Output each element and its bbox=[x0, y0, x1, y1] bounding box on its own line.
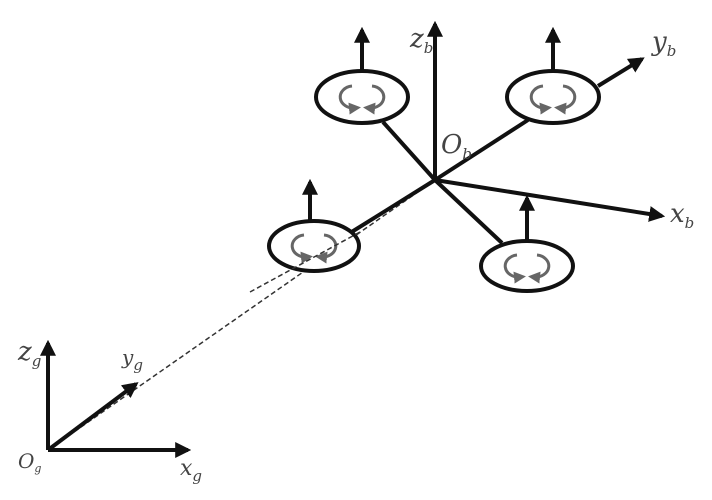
spin-arrow-icon bbox=[529, 84, 552, 115]
spin-arrow-icon bbox=[315, 233, 338, 264]
spin-arrow-icon bbox=[363, 84, 386, 115]
spin-arrow-icon bbox=[290, 233, 313, 264]
origin-link-dashed-overlay bbox=[249, 231, 361, 293]
body-y-label: yb bbox=[651, 27, 676, 60]
origin-link-dashed-line bbox=[47, 179, 436, 451]
ground-x-label: xg bbox=[180, 456, 202, 485]
spin-arrow-icon bbox=[554, 84, 577, 115]
quadrotor-arms bbox=[348, 118, 530, 245]
body-x-label: xb bbox=[670, 199, 694, 232]
rotor-front-left bbox=[314, 26, 410, 125]
body-z-label: zb bbox=[409, 24, 433, 57]
ground-z-label: zg bbox=[17, 337, 41, 370]
spin-arrow-icon bbox=[338, 84, 361, 115]
rotor-rear-left bbox=[267, 178, 361, 273]
ground-y-axis bbox=[46, 382, 139, 452]
rotor-front-right bbox=[505, 26, 601, 125]
body-y-axis bbox=[596, 57, 645, 88]
body-x-axis bbox=[434, 178, 666, 222]
rotor-rear-right bbox=[479, 194, 575, 293]
body-origin-label: Ob bbox=[441, 130, 472, 163]
ground-y-label: yg bbox=[121, 345, 143, 374]
spin-arrow-icon bbox=[528, 253, 551, 284]
spin-arrow-icon bbox=[503, 253, 526, 284]
ground-origin-label: Og bbox=[18, 449, 41, 475]
